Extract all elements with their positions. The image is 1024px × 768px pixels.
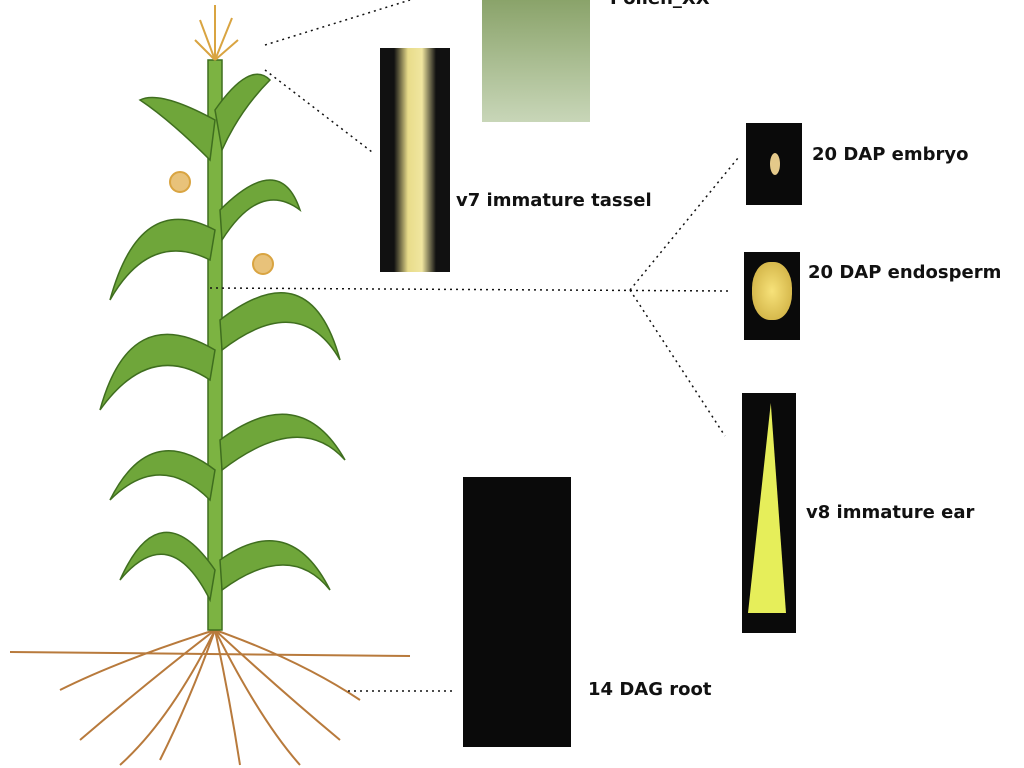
root-label: 14 DAG root <box>588 679 712 700</box>
dotted-arrows <box>209 0 739 692</box>
stalk-and-leaves <box>99 59 346 631</box>
embryo-photo <box>746 123 802 205</box>
tassel-photo <box>380 48 450 272</box>
roots <box>9 629 411 766</box>
pollen-label: Pollen_XX <box>610 0 710 9</box>
tassel-label: v7 immature tassel <box>456 190 652 211</box>
root-photo <box>463 477 571 747</box>
pollen-photo <box>482 0 590 122</box>
embryo-label: 20 DAP embryo <box>812 144 969 165</box>
ear-photo <box>742 393 796 633</box>
endosperm-photo <box>744 252 800 340</box>
tassels <box>169 5 274 275</box>
ear-label: v8 immature ear <box>806 502 975 523</box>
endosperm-label: 20 DAP endosperm <box>808 262 1002 283</box>
